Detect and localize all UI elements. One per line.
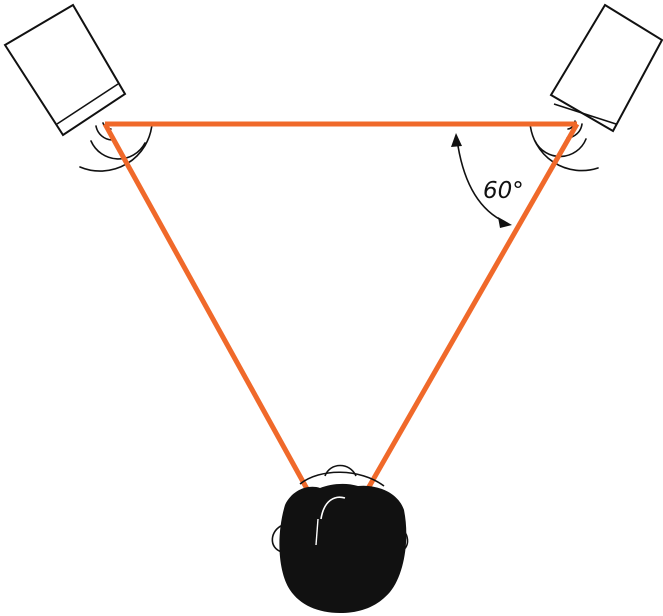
angle-arrowhead-top xyxy=(451,133,462,147)
listener-head-icon xyxy=(272,466,407,614)
angle-label: 60° xyxy=(483,178,524,204)
left-speaker-icon xyxy=(5,5,125,135)
angle-arrowhead-bottom xyxy=(498,217,512,228)
right-speaker-cabinet xyxy=(551,5,662,131)
hair xyxy=(279,484,406,613)
left-speaker-cabinet xyxy=(5,5,125,135)
left-speaker-to-listener-line xyxy=(105,124,322,516)
right-speaker-icon xyxy=(551,5,662,131)
nose xyxy=(325,466,356,477)
